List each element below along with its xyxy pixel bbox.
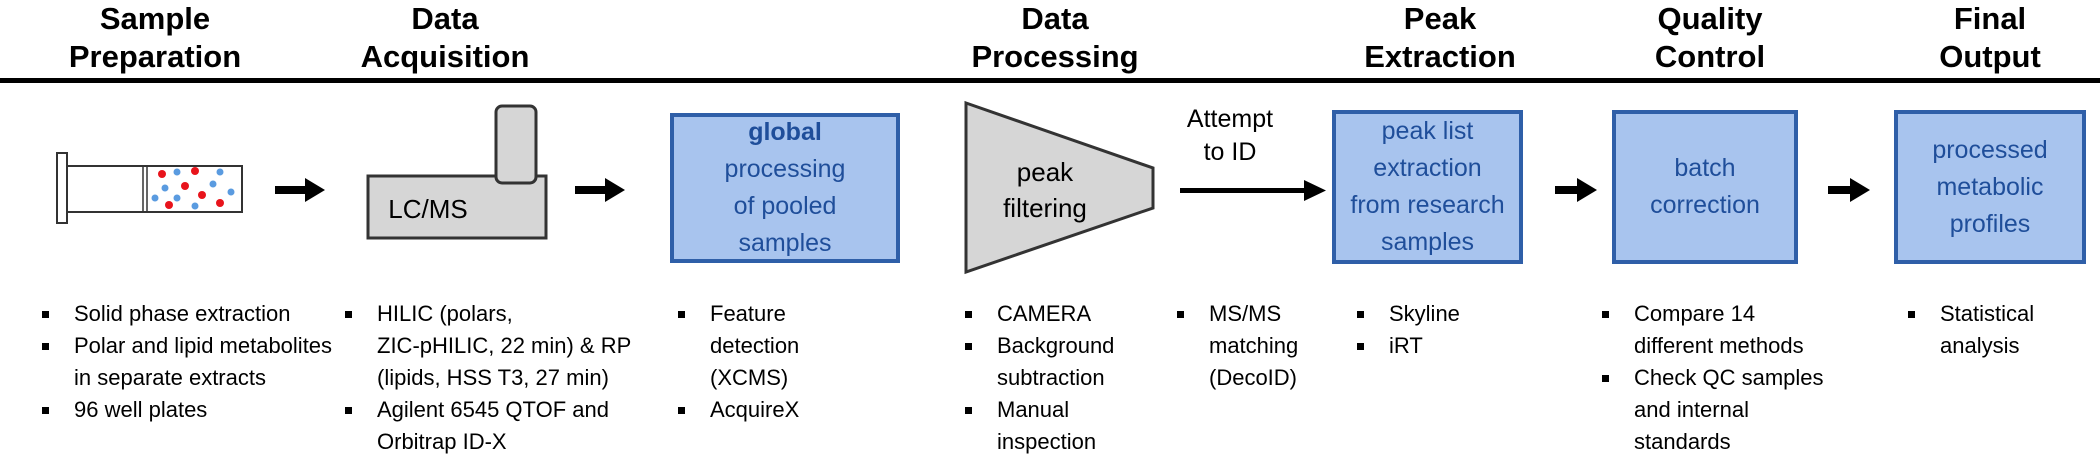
quality-control-bullets: Compare 14 different methods Check QC sa… <box>1602 298 1852 458</box>
peak-filtering-bullets: CAMERA Background subtraction Manual ins… <box>965 298 1165 458</box>
header-divider <box>0 78 2100 83</box>
list-item: Solid phase extraction <box>42 298 342 330</box>
arrow-right-icon <box>275 178 325 202</box>
header-data-processing: Data Processing <box>971 1 1139 74</box>
global-processing-bullets: Feature detection (XCMS) AcquireX <box>678 298 878 426</box>
arrow-right-icon <box>1555 178 1597 202</box>
header-quality-control: Quality Control <box>1654 1 1766 74</box>
list-item: Compare 14 different methods <box>1602 298 1852 362</box>
id-matching-bullets: MS/MS matching (DecoID) <box>1177 298 1337 394</box>
header-data-acquisition: Data Acquisition <box>360 1 530 74</box>
list-item: Feature detection (XCMS) <box>678 298 878 394</box>
peak-filtering-label: peak filtering <box>1003 157 1087 223</box>
global-processing-emphasis: global <box>748 118 822 146</box>
final-output-bullets: Statistical analysis <box>1908 298 2088 362</box>
list-item: Skyline <box>1357 298 1527 330</box>
peak-list-extraction-text: peak list extraction from research sampl… <box>1350 117 1505 256</box>
list-item: AcquireX <box>678 394 878 426</box>
list-item: Polar and lipid metabolites in separate … <box>42 330 342 394</box>
list-item: Agilent 6545 QTOF and Orbitrap ID-X <box>345 394 645 458</box>
arrow-right-icon <box>1180 180 1326 201</box>
global-processing-box: global processing of pooled samples <box>670 113 900 263</box>
processed-profiles-text: processed metabolic profiles <box>1932 135 2048 238</box>
header-final-output: Final Output <box>1939 1 2041 74</box>
list-item: Manual inspection <box>965 394 1165 458</box>
arrow-right-icon <box>1828 178 1870 202</box>
list-item: Statistical analysis <box>1908 298 2088 362</box>
header-sample-preparation: Sample Preparation <box>68 1 242 74</box>
list-item: MS/MS matching (DecoID) <box>1177 298 1337 394</box>
attempt-to-id-label: Attempt to ID <box>1186 105 1274 166</box>
lc-ms-label: LC/MS <box>388 194 468 224</box>
peak-extraction-bullets: Skyline iRT <box>1357 298 1527 362</box>
list-item: CAMERA <box>965 298 1165 330</box>
list-item: Check QC samples and internal standards <box>1602 362 1852 458</box>
header-peak-extraction: Peak Extraction <box>1364 1 1516 74</box>
list-item: HILIC (polars, ZIC-pHILIC, 22 min) & RP … <box>345 298 645 394</box>
data-acquisition-bullets: HILIC (polars, ZIC-pHILIC, 22 min) & RP … <box>345 298 645 458</box>
sample-tube-icon <box>56 152 243 224</box>
batch-correction-box: batch correction <box>1612 110 1798 264</box>
list-item: Background subtraction <box>965 330 1165 394</box>
global-processing-text: processing of pooled samples <box>724 155 846 257</box>
sample-preparation-bullets: Solid phase extraction Polar and lipid m… <box>42 298 342 426</box>
list-item: 96 well plates <box>42 394 342 426</box>
processed-profiles-box: processed metabolic profiles <box>1894 110 2086 264</box>
lc-ms-instrument-icon <box>366 104 548 240</box>
list-item: iRT <box>1357 330 1527 362</box>
funnel-icon <box>964 100 1155 275</box>
arrow-right-icon <box>575 178 625 202</box>
peak-list-extraction-box: peak list extraction from research sampl… <box>1332 110 1523 264</box>
batch-correction-text: batch correction <box>1650 154 1760 219</box>
